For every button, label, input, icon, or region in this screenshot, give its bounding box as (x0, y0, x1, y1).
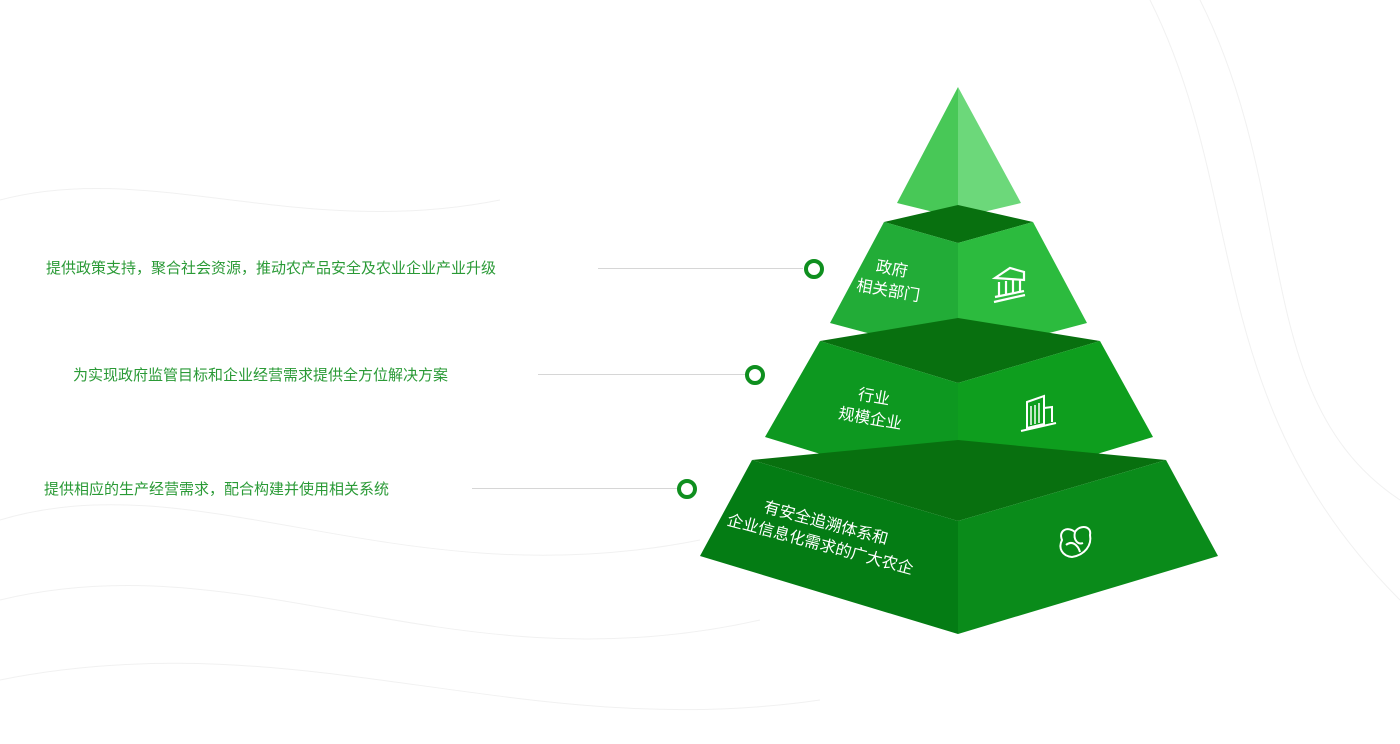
connector-line (598, 268, 803, 269)
vegetable-icon (1059, 526, 1092, 559)
building-icon (1020, 394, 1057, 432)
tier2-top (820, 318, 1100, 383)
tier1-top (884, 205, 1033, 243)
marker-dot (677, 479, 697, 499)
callout-government: 提供政策支持，聚合社会资源，推动农产品安全及农业企业产业升级 (46, 259, 497, 277)
callout-industry: 为实现政府监管目标和企业经营需求提供全方位解决方案 (73, 366, 449, 384)
tier3-left-face (700, 460, 958, 634)
marker-dot (804, 259, 824, 279)
bank-icon (991, 266, 1026, 304)
tier3-top (752, 440, 1166, 521)
apex-right-face (958, 87, 1021, 218)
marker-dot (745, 365, 765, 385)
connector-line (538, 374, 745, 375)
tier1-left-face (830, 222, 958, 357)
connector-line (472, 488, 677, 489)
callout-farms: 提供相应的生产经营需求，配合构建并使用相关系统 (44, 480, 390, 498)
apex-left-face (897, 87, 958, 218)
